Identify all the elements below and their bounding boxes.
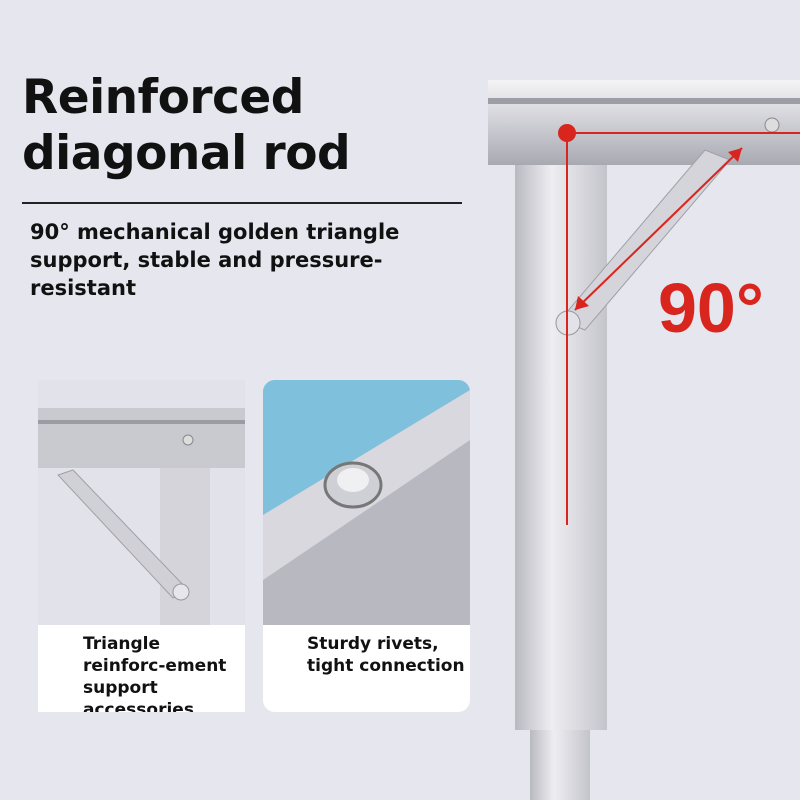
feature-card-rivets: Sturdy rivets, tight connection — [263, 380, 470, 712]
triangle-support-image — [38, 380, 245, 625]
angle-label: 90° — [658, 269, 764, 347]
page-title: Reinforced diagonal rod — [22, 70, 351, 182]
title-line-1: Reinforced — [22, 70, 304, 125]
title-line-2: diagonal rod — [22, 126, 351, 181]
card-caption: Triangle reinforc-ement support accessor… — [83, 634, 227, 712]
rivet-closeup-image — [263, 380, 470, 625]
card-caption: Sturdy rivets, tight connection — [307, 634, 465, 676]
feature-card-triangle: Triangle reinforc-ement support accessor… — [38, 380, 245, 712]
subtitle: 90° mechanical golden triangle support, … — [30, 220, 400, 300]
divider — [22, 202, 462, 204]
